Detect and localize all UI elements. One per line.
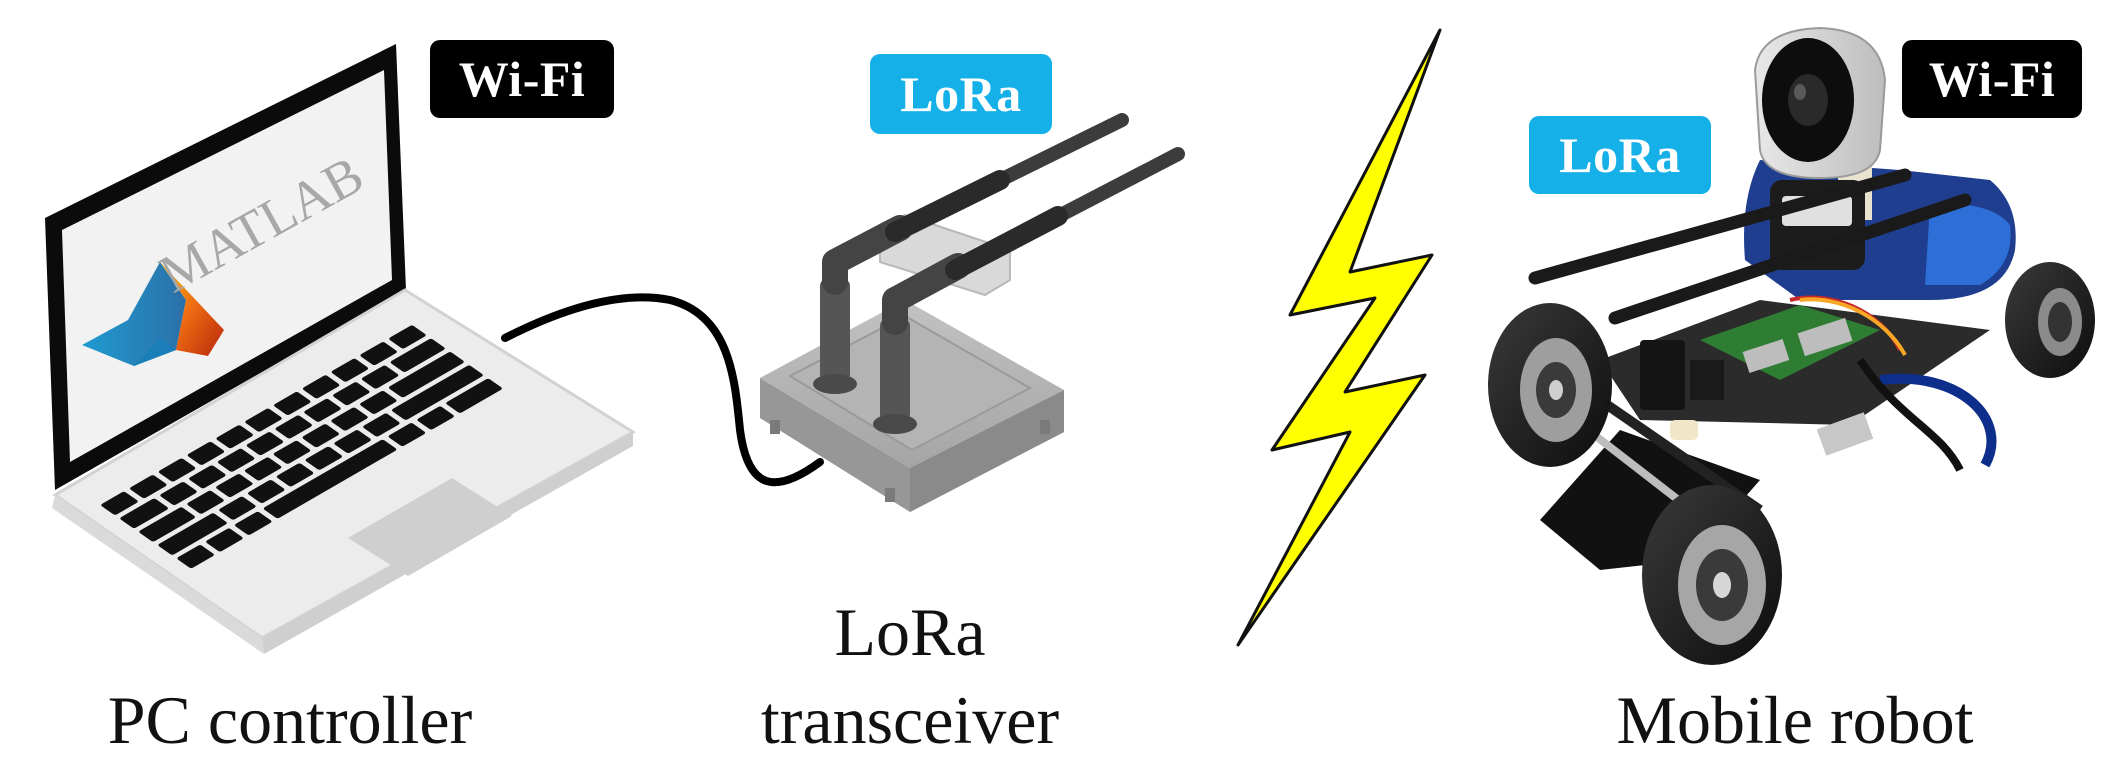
pc-controller-label: PC controller xyxy=(107,682,473,758)
robot-wheel-front-left xyxy=(1488,303,1612,467)
robot-wifi-badge: Wi-Fi xyxy=(1902,40,2082,118)
lora-transceiver-label-line1: LoRa xyxy=(834,594,986,670)
laptop-wifi-badge: Wi-Fi xyxy=(430,40,614,118)
mobile-robot-label: Mobile robot xyxy=(1616,682,1974,758)
laptop-screen xyxy=(62,70,392,462)
robot-camera xyxy=(1753,26,1887,180)
lora-transceiver-label-line2: transceiver xyxy=(760,682,1060,758)
lightning-bolt-icon xyxy=(1236,28,1442,647)
matlab-logo-icon xyxy=(82,262,224,366)
laptop-base-side xyxy=(52,495,264,654)
robot-wheel-rear xyxy=(2005,262,2095,378)
laptop-touchpad[interactable] xyxy=(348,478,512,576)
robot-lora-badge: LoRa xyxy=(1529,116,1711,194)
robot-antenna-2 xyxy=(1608,193,1972,325)
transceiver-lora-badge: LoRa xyxy=(870,54,1052,134)
mobile-robot-icon xyxy=(1488,26,2095,665)
robot-wheel-front-right xyxy=(1642,485,1782,665)
robot-servo xyxy=(1670,420,1698,440)
cable-icon xyxy=(501,293,824,487)
laptop-icon: MATLAB xyxy=(45,44,636,654)
lora-transceiver-icon xyxy=(760,113,1185,512)
robot-antenna-1 xyxy=(1528,168,1912,285)
laptop-keyboard xyxy=(101,325,502,568)
